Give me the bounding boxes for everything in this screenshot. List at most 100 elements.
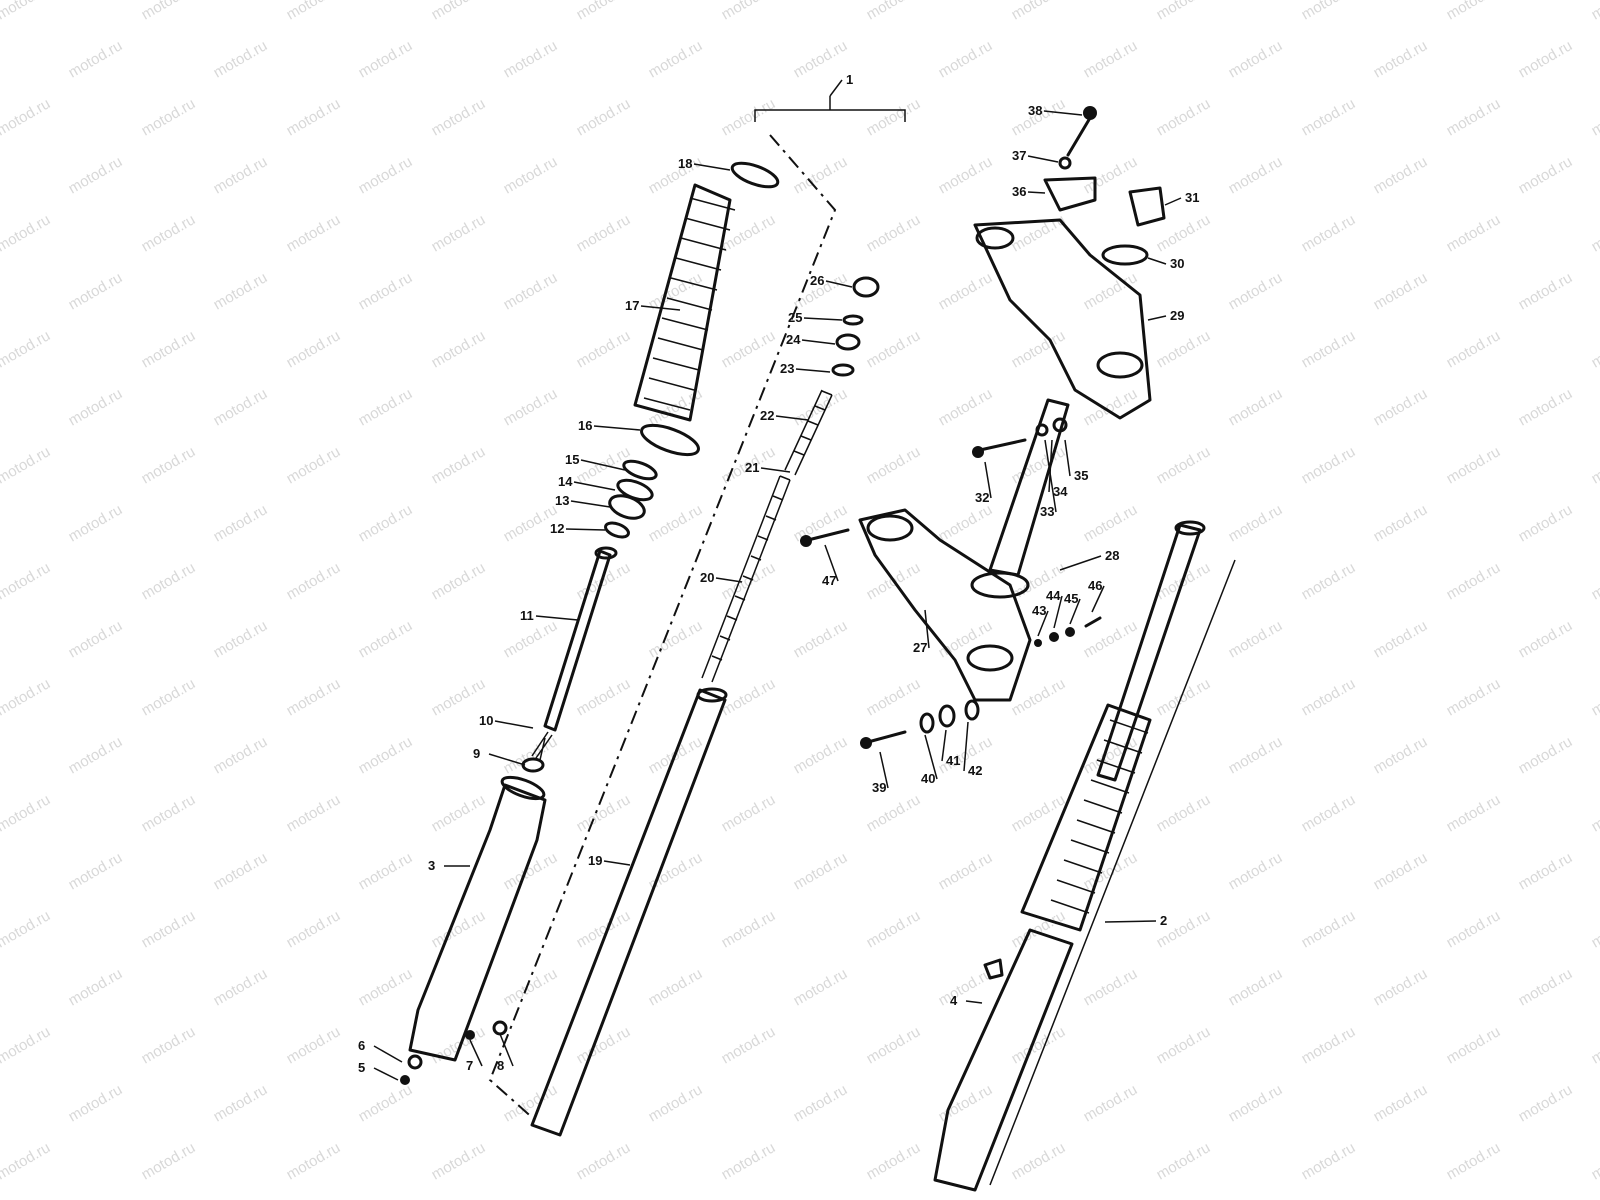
watermark-text: motod.ru (1371, 385, 1431, 429)
watermark-text: motod.ru (936, 501, 996, 545)
leader-line-11 (535, 615, 579, 621)
watermark-text: motod.ru (1589, 327, 1600, 371)
leader-line-26 (825, 280, 853, 288)
watermark-text: motod.ru (1516, 965, 1576, 1009)
watermark-text: motod.ru (1154, 0, 1214, 23)
watermark-text: motod.ru (864, 791, 924, 835)
callout-20: 20 (700, 570, 714, 585)
watermark-text: motod.ru (1516, 733, 1576, 777)
watermark-text: motod.ru (0, 907, 53, 951)
watermark-text: motod.ru (1299, 327, 1359, 371)
watermark-text: motod.ru (1009, 211, 1069, 255)
watermark-text: motod.ru (139, 0, 199, 23)
callout-7: 7 (466, 1058, 473, 1073)
watermark-text: motod.ru (356, 849, 416, 893)
watermark-text: motod.ru (1081, 1081, 1141, 1125)
watermark-text: motod.ru (864, 95, 924, 139)
watermark-text: motod.ru (1516, 385, 1576, 429)
callout-47: 47 (822, 573, 836, 588)
leader-line-19 (603, 860, 631, 866)
watermark-text: motod.ru (139, 1023, 199, 1067)
callout-44: 44 (1046, 588, 1061, 603)
leader-line-20 (715, 577, 743, 583)
watermark-text: motod.ru (1009, 907, 1069, 951)
watermark-text: motod.ru (1226, 153, 1286, 197)
watermark-text: motod.ru (284, 211, 344, 255)
watermark-text: motod.ru (1516, 849, 1576, 893)
leader-line-21 (760, 467, 791, 473)
leader-line-44 (1053, 595, 1063, 629)
watermark-text: motod.ru (1589, 1023, 1600, 1067)
leader-line-7 (469, 1039, 483, 1067)
callout-36: 36 (1012, 184, 1026, 199)
leader-line-17 (640, 305, 681, 311)
watermark-text: motod.ru (356, 965, 416, 1009)
watermark-text: motod.ru (1226, 385, 1286, 429)
watermark-text: motod.ru (501, 269, 561, 313)
watermark-text: motod.ru (139, 907, 199, 951)
leader-line-35 (1064, 439, 1071, 477)
leader-line-8 (499, 1033, 514, 1067)
leader-line-39 (879, 751, 889, 789)
leader-line-28 (1059, 555, 1102, 571)
callout-28: 28 (1105, 548, 1119, 563)
watermark-text: motod.ru (139, 443, 199, 487)
watermark-text: motod.ru (501, 965, 561, 1009)
watermark-text: motod.ru (936, 153, 996, 197)
watermark-text: motod.ru (284, 675, 344, 719)
watermark-text: motod.ru (791, 965, 851, 1009)
watermark-text: motod.ru (864, 443, 924, 487)
watermark-text: motod.ru (1081, 385, 1141, 429)
watermark-text: motod.ru (211, 733, 271, 777)
watermark-text: motod.ru (356, 733, 416, 777)
watermark-text: motod.ru (719, 559, 779, 603)
watermark-text: motod.ru (66, 269, 126, 313)
watermark-text: motod.ru (501, 1081, 561, 1125)
callout-13: 13 (555, 493, 569, 508)
watermark-text: motod.ru (574, 1139, 634, 1183)
watermark-text: motod.ru (1299, 907, 1359, 951)
watermark-text: motod.ru (66, 849, 126, 893)
leader-line-42 (963, 721, 969, 772)
watermark-text: motod.ru (1154, 1023, 1214, 1067)
callout-33: 33 (1040, 504, 1054, 519)
callout-22: 22 (760, 408, 774, 423)
watermark-text: motod.ru (646, 153, 706, 197)
leader-line-9 (488, 753, 526, 766)
callout-27: 27 (913, 640, 927, 655)
callout-40: 40 (921, 771, 935, 786)
watermark-text: motod.ru (1154, 675, 1214, 719)
watermark-text: motod.ru (1299, 1023, 1359, 1067)
watermark-text: motod.ru (139, 791, 199, 835)
watermark-text: motod.ru (574, 791, 634, 835)
watermark-text: motod.ru (211, 385, 271, 429)
leader-line-37 (1027, 155, 1059, 163)
watermark-text: motod.ru (1371, 733, 1431, 777)
watermark-text: motod.ru (1226, 269, 1286, 313)
watermark-text: motod.ru (719, 327, 779, 371)
watermark-text: motod.ru (1299, 443, 1359, 487)
watermark-text: motod.ru (1081, 965, 1141, 1009)
watermark-text: motod.ru (1009, 327, 1069, 371)
watermark-text: motod.ru (211, 849, 271, 893)
watermark-text: motod.ru (0, 211, 53, 255)
watermark-text: motod.ru (139, 675, 199, 719)
watermark-text: motod.ru (1589, 675, 1600, 719)
callout-35: 35 (1074, 468, 1088, 483)
watermark-text: motod.ru (864, 0, 924, 23)
watermark-text: motod.ru (864, 327, 924, 371)
watermark-text: motod.ru (284, 443, 344, 487)
watermark-text: motod.ru (574, 907, 634, 951)
watermark-text: motod.ru (501, 37, 561, 81)
watermark-text: motod.ru (1516, 37, 1576, 81)
callout-11: 11 (520, 608, 534, 623)
watermark-text: motod.ru (1371, 269, 1431, 313)
watermark-text: motod.ru (0, 1023, 53, 1067)
leader-line-46 (1091, 585, 1105, 613)
watermark-text: motod.ru (0, 559, 53, 603)
watermark-text: motod.ru (429, 0, 489, 23)
watermark-text: motod.ru (211, 965, 271, 1009)
watermark-text: motod.ru (1081, 37, 1141, 81)
watermark-text: motod.ru (0, 327, 53, 371)
